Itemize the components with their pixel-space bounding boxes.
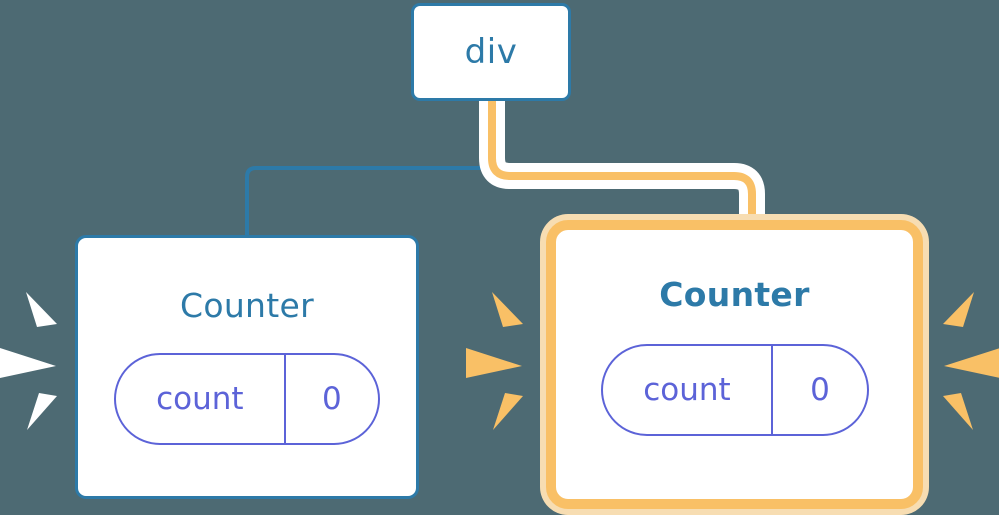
counter-left-body: Counter count 0: [78, 238, 416, 496]
counter-left-state-value: 0: [321, 381, 342, 417]
counter-left-state-pill[interactable]: count 0: [114, 353, 380, 445]
counter-right-state-pill[interactable]: count 0: [600, 344, 869, 436]
counter-right-state-value: 0: [810, 372, 830, 408]
node-div[interactable]: div: [411, 3, 571, 101]
edge-div-to-left-counter: [245, 99, 494, 240]
counter-right-title: Counter: [659, 275, 810, 314]
counter-right-state-key: count: [603, 346, 774, 434]
node-div-label: div: [464, 32, 518, 72]
counter-left-title: Counter: [180, 286, 314, 325]
node-counter-right[interactable]: Counter count 0: [546, 220, 923, 509]
edge-div-to-right-counter-halo: [479, 83, 765, 251]
counter-left-state-key: count: [116, 355, 286, 443]
counter-right-body: Counter count 0: [556, 230, 913, 499]
node-counter-left[interactable]: Counter count 0: [75, 235, 419, 499]
edge-div-to-right-counter: [488, 92, 756, 242]
